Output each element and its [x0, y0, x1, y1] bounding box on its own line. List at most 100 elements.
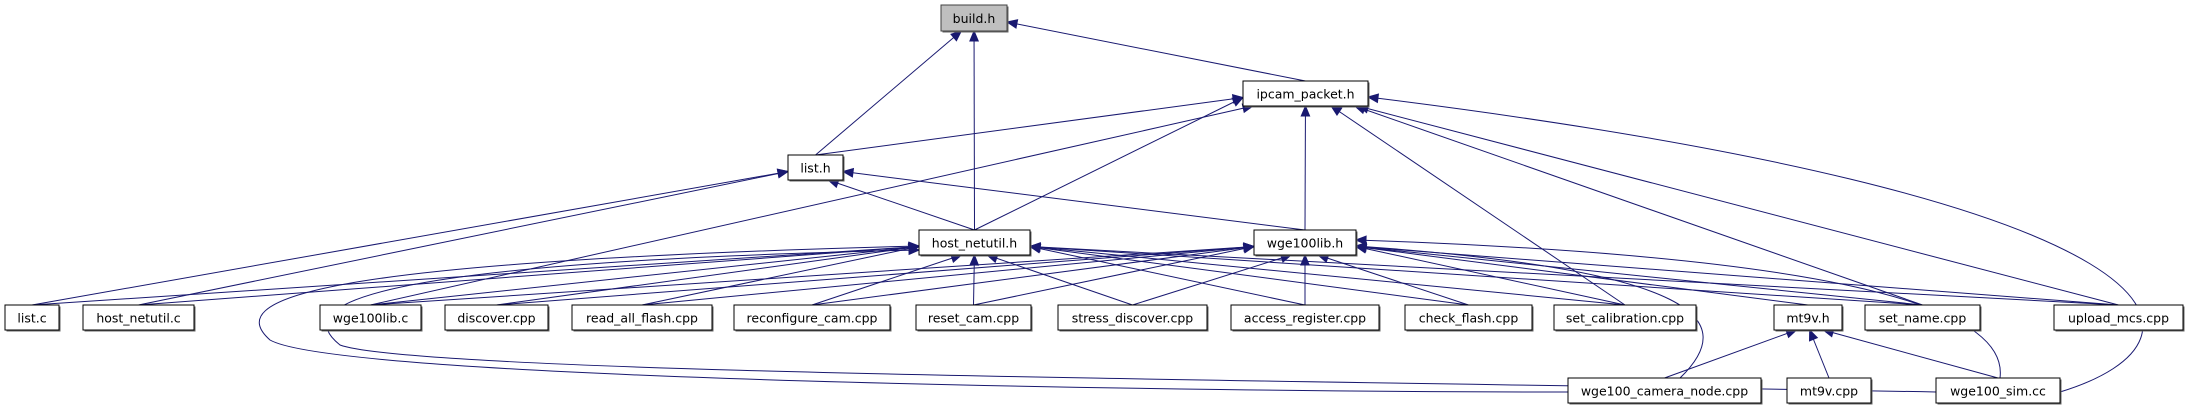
edges-layer — [31, 19, 2144, 393]
node-label: set_calibration.cpp — [1566, 311, 1684, 326]
edge-line — [973, 246, 1255, 306]
edge-host-netutil-h-to-list-h — [826, 178, 975, 231]
node-box[interactable] — [940, 4, 1008, 32]
arrowhead-icon — [1300, 253, 1310, 266]
edge-line — [1664, 329, 1797, 379]
node-box[interactable] — [1230, 304, 1380, 331]
edge-host-netutil-h-to-build-h — [969, 29, 980, 231]
node-wge100-camera-node-cpp[interactable]: wge100_camera_node.cpp — [1567, 377, 1763, 405]
node-label: mt9v.h — [1786, 311, 1829, 326]
arrowhead-icon — [841, 167, 855, 178]
edge-line — [258, 245, 1569, 393]
node-label: wge100lib.h — [1267, 236, 1343, 251]
node-box[interactable] — [1773, 304, 1843, 331]
edge-wge100-sim-cc-to-ipcam-packet-h — [1366, 93, 2144, 393]
edge-wge100-sim-cc-to-wge100lib-h — [1354, 235, 2001, 379]
node-set-calibration-cpp[interactable]: set_calibration.cpp — [1553, 304, 1698, 332]
edge-line — [1029, 246, 1469, 306]
node-stress-discover-cpp[interactable]: stress_discover.cpp — [1057, 304, 1209, 332]
arrowhead-icon — [1242, 243, 1256, 254]
node-box[interactable] — [1935, 377, 2061, 404]
node-box[interactable] — [918, 229, 1031, 256]
node-host-netutil-h[interactable]: host_netutil.h — [918, 229, 1032, 257]
edge-line — [138, 171, 789, 306]
edge-access-register-cpp-to-wge100lib-h — [1300, 253, 1310, 305]
edge-reset-cam-cpp-to-wge100lib-h — [973, 243, 1256, 306]
edge-host-netutil-h-to-ipcam-packet-h — [974, 96, 1245, 231]
node-label: read_all_flash.cpp — [586, 311, 698, 326]
node-box[interactable] — [1553, 304, 1697, 331]
node-mt9v-cpp[interactable]: mt9v.cpp — [1786, 377, 1873, 405]
node-reconfigure-cam-cpp[interactable]: reconfigure_cam.cpp — [733, 304, 892, 332]
node-reset-cam-cpp[interactable]: reset_cam.cpp — [915, 304, 1033, 332]
node-box[interactable] — [1253, 229, 1357, 256]
node-label: list.h — [800, 161, 830, 176]
node-box[interactable] — [1057, 304, 1208, 331]
node-box[interactable] — [1567, 377, 1762, 404]
node-box[interactable] — [733, 304, 891, 331]
arrowhead-icon — [1366, 93, 1380, 104]
node-box[interactable] — [2053, 304, 2184, 331]
node-box[interactable] — [1786, 377, 1872, 404]
node-wge100lib-h[interactable]: wge100lib.h — [1253, 229, 1358, 257]
edge-line — [986, 254, 1133, 306]
node-wge100-sim-cc[interactable]: wge100_sim.cc — [1935, 377, 2062, 405]
node-label: ipcam_packet.h — [1256, 87, 1354, 102]
node-wge100lib-c[interactable]: wge100lib.c — [319, 304, 423, 332]
node-build-h[interactable]: build.h — [940, 4, 1009, 33]
edge-wge100lib-h-to-list-h — [841, 167, 1306, 231]
edge-wge100-camera-node-cpp-to-wge100lib-h — [1354, 241, 1704, 379]
edge-line — [842, 171, 1306, 231]
node-label: host_netutil.h — [932, 236, 1017, 251]
edge-mt9v-cpp-to-mt9v-h — [1809, 328, 1830, 379]
edge-line — [370, 246, 920, 306]
node-box[interactable] — [1864, 304, 1981, 331]
node-box[interactable] — [1242, 80, 1369, 107]
node-host-netutil-c[interactable]: host_netutil.c — [82, 304, 196, 332]
edge-wge100lib-c-to-ipcam-packet-h — [370, 103, 1255, 306]
node-check-flash-cpp[interactable]: check_flash.cpp — [1404, 304, 1534, 332]
node-upload-mcs-cpp[interactable]: upload_mcs.cpp — [2053, 304, 2185, 332]
node-ipcam-packet-h[interactable]: ipcam_packet.h — [1242, 80, 1370, 108]
edge-line — [641, 246, 1255, 306]
node-discover-cpp[interactable]: discover.cpp — [444, 304, 550, 332]
edge-check-flash-cpp-to-wge100lib-h — [1316, 253, 1469, 306]
node-read-all-flash-cpp[interactable]: read_all_flash.cpp — [571, 304, 714, 332]
edge-line — [1317, 254, 1469, 306]
node-label: host_netutil.c — [96, 311, 180, 326]
node-label: wge100_camera_node.cpp — [1581, 384, 1748, 399]
node-box[interactable] — [319, 304, 422, 331]
arrowhead-icon — [1231, 96, 1245, 107]
edge-host-netutil-c-to-list-h — [138, 168, 790, 306]
edge-line — [496, 246, 920, 306]
edge-line — [326, 249, 1937, 393]
node-list-h[interactable]: list.h — [787, 154, 845, 182]
node-set-name-cpp[interactable]: set_name.cpp — [1864, 304, 1982, 332]
edge-line — [828, 179, 975, 231]
edge-wge100-sim-cc-to-mt9v-h — [1821, 328, 1999, 379]
node-box[interactable] — [915, 304, 1032, 331]
node-box[interactable] — [4, 304, 60, 331]
edge-set-name-cpp-to-ipcam-packet-h — [1353, 104, 1923, 306]
node-list-c[interactable]: list.c — [4, 304, 61, 332]
node-label: build.h — [953, 11, 996, 26]
node-mt9v-h[interactable]: mt9v.h — [1773, 304, 1844, 332]
node-access-register-cpp[interactable]: access_register.cpp — [1230, 304, 1381, 332]
node-label: wge100lib.c — [333, 311, 409, 326]
edge-line — [1132, 254, 1292, 306]
edge-list-h-to-ipcam-packet-h — [815, 93, 1245, 156]
edge-line — [1355, 246, 1626, 306]
node-box[interactable] — [1404, 304, 1533, 331]
node-box[interactable] — [444, 304, 549, 331]
edge-line — [496, 246, 1255, 306]
edge-upload-mcs-cpp-to-host-netutil-h — [1028, 242, 2119, 306]
node-box[interactable] — [787, 154, 844, 181]
edge-line — [811, 254, 962, 306]
node-box[interactable] — [82, 304, 195, 331]
node-label: reconfigure_cam.cpp — [747, 311, 878, 326]
arrowhead-icon — [1354, 235, 1367, 246]
arrowhead-icon — [950, 30, 963, 42]
node-box[interactable] — [571, 304, 713, 331]
node-label: reset_cam.cpp — [928, 311, 1019, 326]
